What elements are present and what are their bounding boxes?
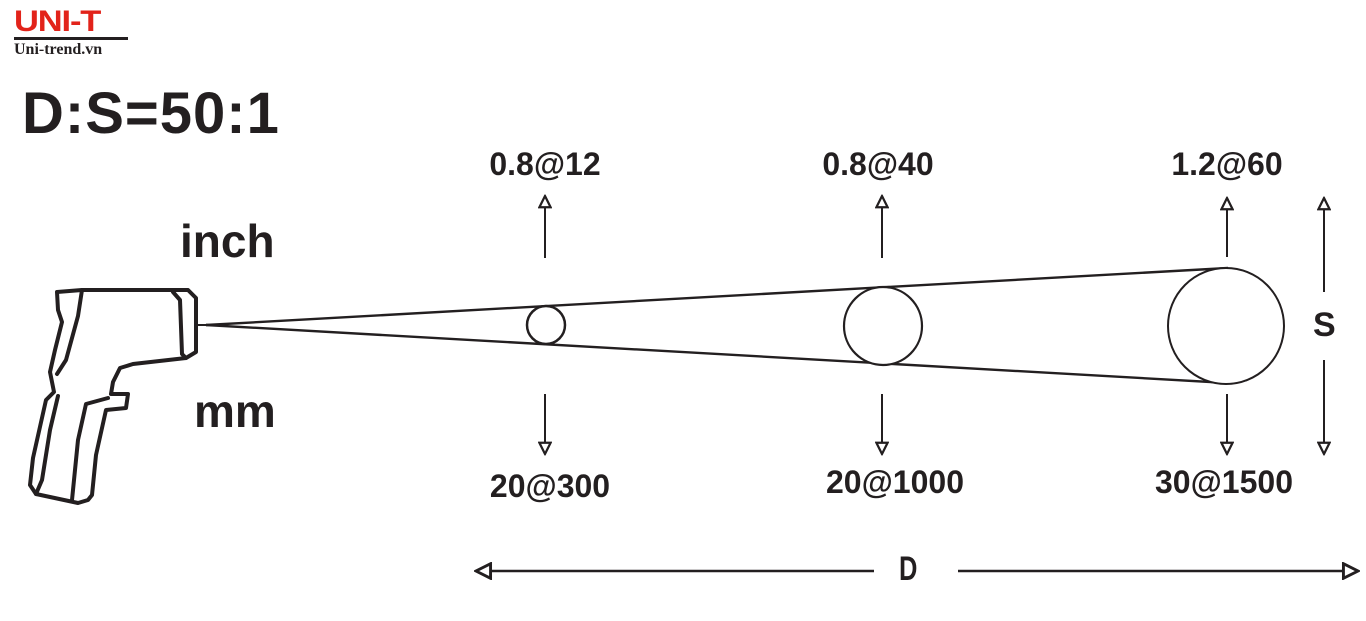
uni-t-logo: UNI-T Uni-trend.vn <box>14 7 134 59</box>
infrared-thermometer-icon <box>28 288 211 505</box>
logo-website: Uni-trend.vn <box>14 41 103 58</box>
spot-1-mm-label: 20@300 <box>489 468 611 504</box>
ds-ratio-title: D:S=50:1 <box>22 81 280 146</box>
spot-circle-2 <box>842 285 924 367</box>
logo-divider <box>14 37 128 40</box>
spot-2-mm-label: 20@1000 <box>826 464 964 500</box>
spot-2-inch-label: 0.8@40 <box>822 146 934 182</box>
logo-mark: UNI-T <box>14 5 101 38</box>
spot-3-mm-label: 30@1500 <box>1155 464 1293 500</box>
spot-circle-1 <box>525 304 567 346</box>
distance-axis-label: D <box>899 550 918 588</box>
unit-label-mm: mm <box>194 385 276 437</box>
spot-1-inch-label: 0.8@12 <box>489 146 601 182</box>
spot-3-inch-label: 1.2@60 <box>1171 146 1283 182</box>
unit-label-inch: inch <box>180 215 275 267</box>
spot-circle-3 <box>1167 267 1285 385</box>
measurement-beam <box>205 266 1229 385</box>
spot-size-axis-label: S <box>1313 306 1336 344</box>
